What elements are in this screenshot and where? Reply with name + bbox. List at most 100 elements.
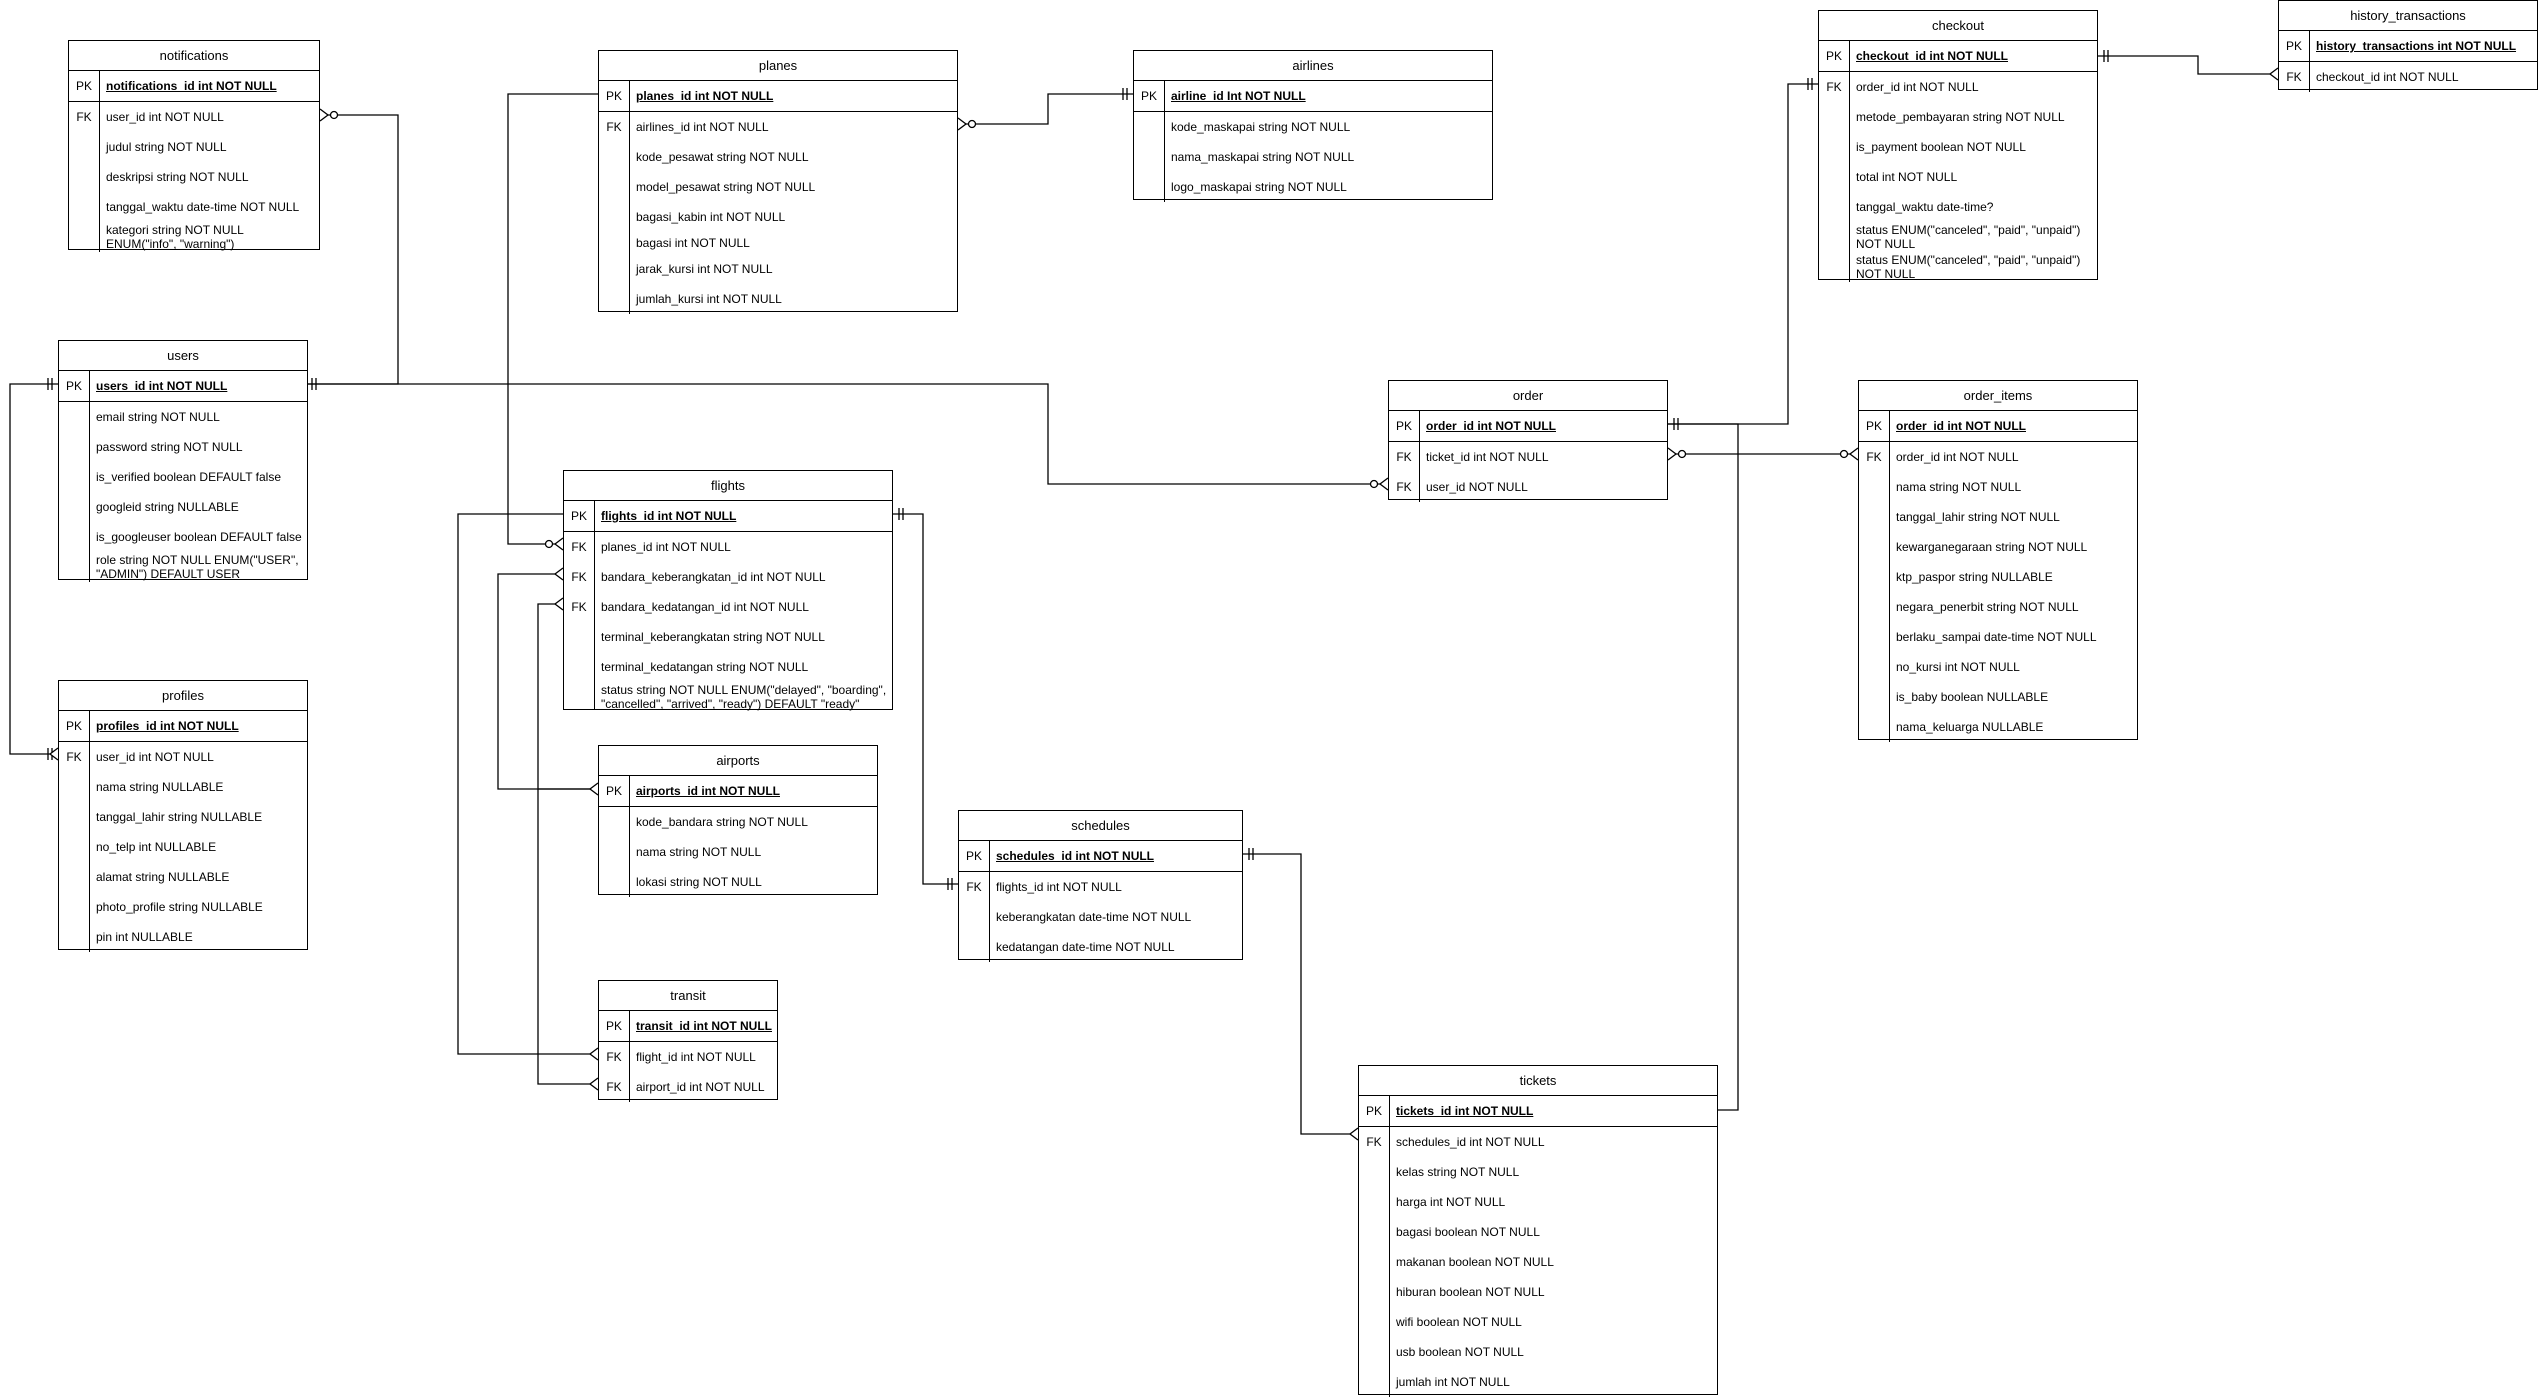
field-row: tanggal_lahir string NULLABLE xyxy=(96,810,263,824)
field-row: bagasi_kabin int NOT NULL xyxy=(636,210,786,224)
field-row: is_verified boolean DEFAULT false xyxy=(96,470,281,484)
entity-title: order xyxy=(1389,381,1667,411)
field-row: ktp_paspor string NULLABLE xyxy=(1896,570,2053,584)
pk-field: order_id int NOT NULL xyxy=(1896,419,2026,433)
field-row: is_googleuser boolean DEFAULT false xyxy=(96,530,302,544)
field-row: kedatangan date-time NOT NULL xyxy=(996,940,1175,954)
field-row: nama string NOT NULL xyxy=(1896,480,2022,494)
field-row: kode_bandara string NOT NULL xyxy=(636,815,808,829)
pk-field: schedules_id int NOT NULL xyxy=(996,849,1155,863)
entity-title: flights xyxy=(564,471,892,501)
field-row: password string NOT NULL xyxy=(96,440,243,454)
entity-title: schedules xyxy=(959,811,1242,841)
entity-title: notifications xyxy=(69,41,319,71)
edge-order-checkout xyxy=(1668,83,1818,425)
field-row: kategori string NOT NULL ENUM("info", "w… xyxy=(106,223,244,251)
field-row: pin int NULLABLE xyxy=(96,930,193,944)
entity-title: users xyxy=(59,341,307,371)
pk-field: profiles_id int NOT NULL xyxy=(96,719,239,733)
field-row: kelas string NOT NULL xyxy=(1396,1165,1520,1179)
field-row: alamat string NULLABLE xyxy=(96,870,230,884)
field-row: no_telp int NULLABLE xyxy=(96,840,217,854)
field-row: jumlah_kursi int NOT NULL xyxy=(636,292,782,306)
field-row: terminal_keberangkatan string NOT NULL xyxy=(601,630,825,644)
field-row: nama string NOT NULL xyxy=(636,845,762,859)
edge-airports-transit xyxy=(537,789,598,1085)
field-row: tanggal_lahir string NOT NULL xyxy=(1896,510,2060,524)
edge-schedules-tickets xyxy=(1243,853,1358,1135)
field-row: nama_maskapai string NOT NULL xyxy=(1171,150,1355,164)
field-row: deskripsi string NOT NULL xyxy=(106,170,249,184)
field-row: metode_pembayaran string NOT NULL xyxy=(1856,110,2065,124)
field-row: lokasi string NOT NULL xyxy=(636,875,762,889)
field-row: terminal_kedatangan string NOT NULL xyxy=(601,660,809,674)
field-row: tanggal_waktu date-time? xyxy=(1856,200,1994,214)
edge-order-tickets xyxy=(1668,423,1739,1111)
field-row: judul string NOT NULL xyxy=(106,140,227,154)
field-row: is_payment boolean NOT NULL xyxy=(1856,140,2026,154)
field-row: nama_keluarga NULLABLE xyxy=(1896,720,2044,734)
field-row: model_pesawat string NOT NULL xyxy=(636,180,816,194)
field-row: no_kursi int NOT NULL xyxy=(1896,660,2020,674)
edge-flights-schedules xyxy=(893,513,958,885)
field-row: kode_maskapai string NOT NULL xyxy=(1171,120,1351,134)
pk-field: flights_id int NOT NULL xyxy=(601,509,737,523)
pk-field: checkout_id int NOT NULL xyxy=(1856,49,2009,63)
field-row: googleid string NULLABLE xyxy=(96,500,239,514)
entity-title: transit xyxy=(599,981,777,1011)
field-row: status ENUM("canceled", "paid", "unpaid"… xyxy=(1856,253,2081,281)
entity-title: profiles xyxy=(59,681,307,711)
pk-field: airline_id Int NOT NULL xyxy=(1171,89,1306,103)
entity-title: airlines xyxy=(1134,51,1492,81)
pk-field: tickets_id int NOT NULL xyxy=(1396,1104,1534,1118)
field-row: jumlah int NOT NULL xyxy=(1396,1375,1510,1389)
entity-title: tickets xyxy=(1359,1066,1717,1096)
entity-title: order_items xyxy=(1859,381,2137,411)
field-row: hiburan boolean NOT NULL xyxy=(1396,1285,1545,1299)
pk-field: airports_id int NOT NULL xyxy=(636,784,780,798)
edge-users-order xyxy=(306,383,1388,485)
edge-checkout-history xyxy=(2098,55,2278,75)
entity-title: planes xyxy=(599,51,957,81)
edge-users-profiles xyxy=(9,383,58,755)
field-row: tanggal_waktu date-time NOT NULL xyxy=(106,200,300,214)
field-row: kode_pesawat string NOT NULL xyxy=(636,150,809,164)
field-row: status ENUM("canceled", "paid", "unpaid"… xyxy=(1856,223,2081,251)
pk-field: history_transactions int NOT NULL xyxy=(2316,39,2517,53)
